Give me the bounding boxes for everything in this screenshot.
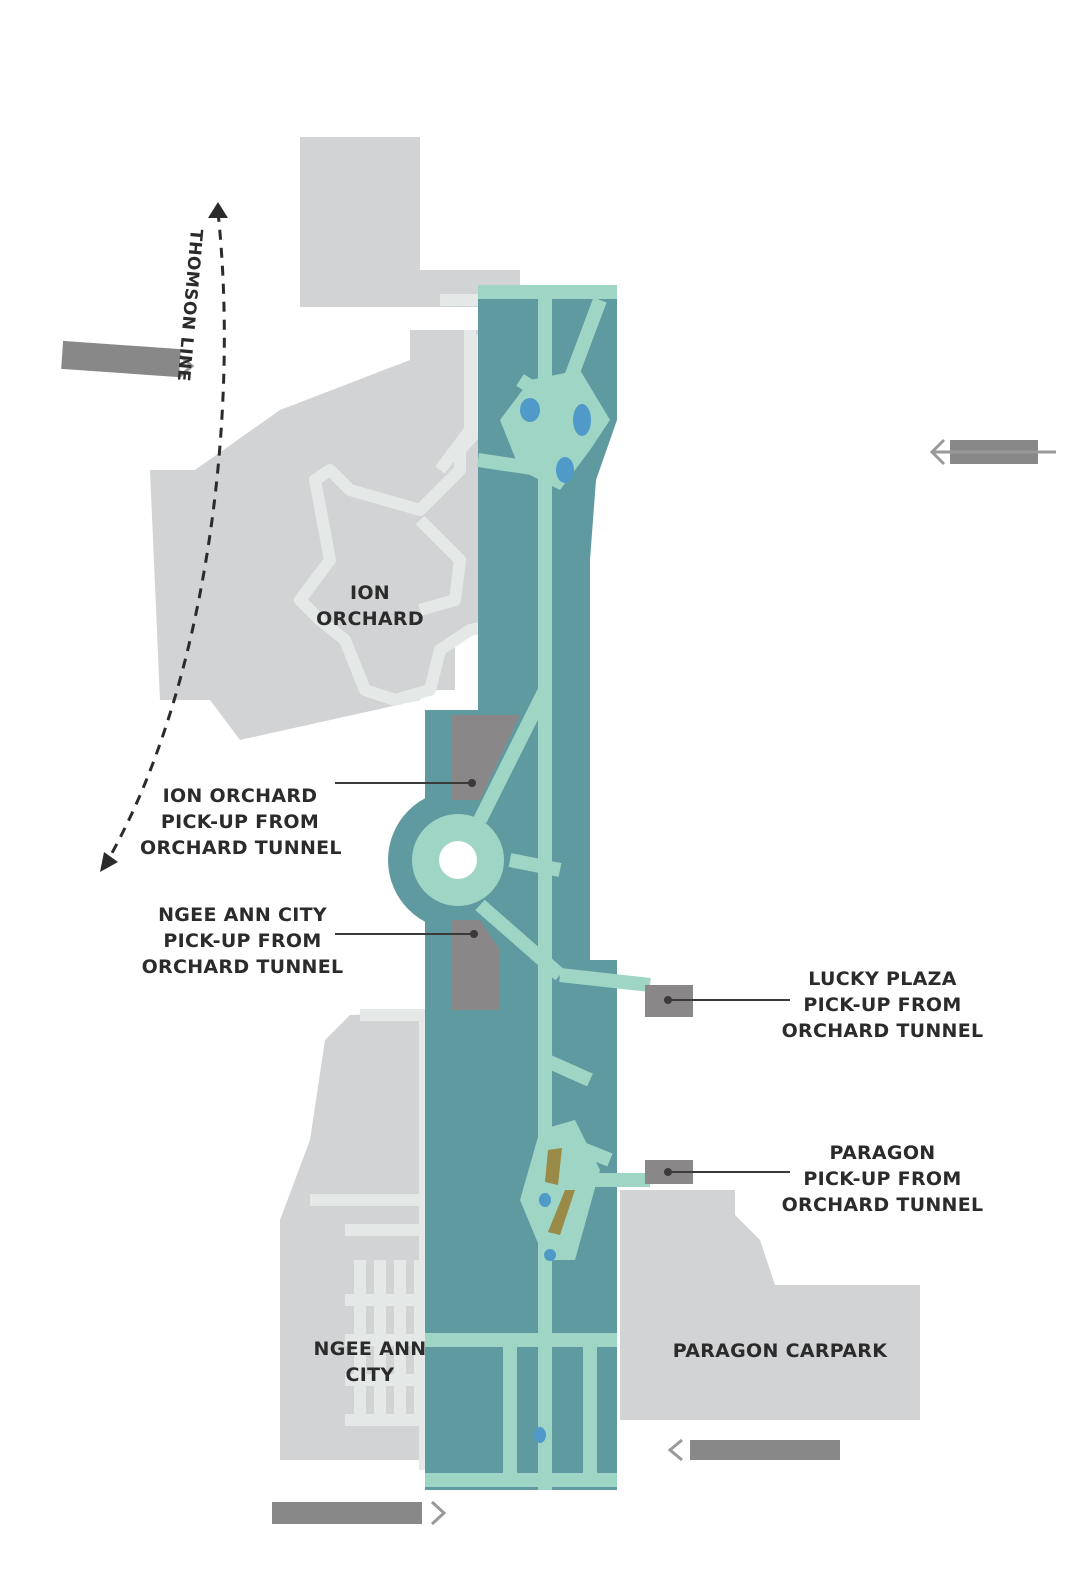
ion-orchard-label: ION ORCHARD: [305, 580, 435, 632]
ion-orchard-pickup-label: ION ORCHARD PICK-UP FROM ORCHARD TUNNEL: [140, 783, 342, 861]
ion-orchard-building: [150, 137, 520, 740]
ngee-ann-pickup-dot: [470, 930, 478, 938]
arrow-left-icon: [667, 1438, 683, 1462]
label-line: ION ORCHARD: [162, 785, 318, 807]
arrow-right-icon: [179, 354, 195, 378]
label-line: ORCHARD TUNNEL: [140, 837, 342, 859]
label-line: CITY: [345, 1364, 395, 1386]
traffic-arrows: [61, 340, 1056, 1526]
arrow-right-icon: [430, 1500, 447, 1526]
label-line: ORCHARD TUNNEL: [781, 1194, 984, 1216]
ion-pickup-dot: [468, 779, 476, 787]
arrow-south-east: [667, 1438, 840, 1462]
paragon-dot: [664, 1168, 672, 1176]
pond-2: [573, 404, 591, 436]
label-line: PICK-UP FROM: [803, 994, 962, 1016]
pond-1: [520, 398, 540, 422]
pond-6: [534, 1427, 546, 1443]
lucky-plaza-pickup-label: LUCKY PLAZA PICK-UP FROM ORCHARD TUNNEL: [780, 966, 985, 1044]
ngee-ann-pickup-bay: [452, 920, 500, 1010]
label-line: NGEE ANN: [313, 1338, 427, 1360]
lucky-plaza-dot: [664, 996, 672, 1004]
paragon-carpark-label: PARAGON CARPARK: [672, 1340, 888, 1362]
pickup-points: [452, 715, 693, 1184]
arrow-west-entry: [61, 340, 195, 378]
label-line: PICK-UP FROM: [160, 811, 320, 833]
label-line: ORCHARD: [316, 608, 424, 630]
planter-2: [548, 1190, 575, 1235]
arrow-bar: [61, 340, 181, 378]
pond-4: [539, 1193, 551, 1207]
ion-podium: [150, 330, 520, 740]
ngee-ann-pickup-label: NGEE ANN CITY PICK-UP FROM ORCHARD TUNNE…: [140, 902, 345, 980]
landscape-features: [520, 398, 591, 1443]
label-line: PARAGON: [829, 1142, 936, 1164]
ngee-ann-city-label: NGEE ANN CITY: [305, 1336, 435, 1388]
pond-3: [556, 457, 574, 483]
ion-inner-walkway: [415, 515, 466, 616]
arrow-east-exit: [929, 438, 1056, 466]
thomson-line-arrow-north-icon: [208, 202, 228, 218]
paragon-pickup-label: PARAGON PICK-UP FROM ORCHARD TUNNEL: [780, 1140, 985, 1218]
arrow-south-west: [272, 1500, 447, 1526]
ion-pickup-bay: [452, 715, 520, 800]
arrow-left-icon: [929, 438, 946, 466]
arrow-bar: [272, 1502, 422, 1524]
thomson-line-route: [100, 202, 228, 872]
ion-tower-block: [300, 137, 420, 307]
label-line: ORCHARD TUNNEL: [781, 1020, 984, 1042]
leader-lines: [335, 779, 790, 1176]
thomson-line-path: [106, 211, 226, 861]
label-line: ORCHARD TUNNEL: [141, 956, 344, 978]
arrow-bar: [690, 1440, 840, 1460]
paragon-carpark-building: [620, 1190, 920, 1420]
label-line: ION: [349, 582, 391, 604]
pond-5: [544, 1249, 556, 1261]
roundabout-centre: [439, 841, 477, 879]
thomson-line-arrow-south-icon: [100, 852, 118, 872]
label-line: PICK-UP FROM: [163, 930, 322, 952]
south-plaza: [520, 1120, 600, 1260]
label-line: LUCKY PLAZA: [808, 968, 957, 990]
label-line: NGEE ANN CITY: [158, 904, 327, 926]
planter-1: [545, 1148, 562, 1185]
ion-link-walkway: [435, 330, 476, 474]
label-line: PICK-UP FROM: [803, 1168, 962, 1190]
